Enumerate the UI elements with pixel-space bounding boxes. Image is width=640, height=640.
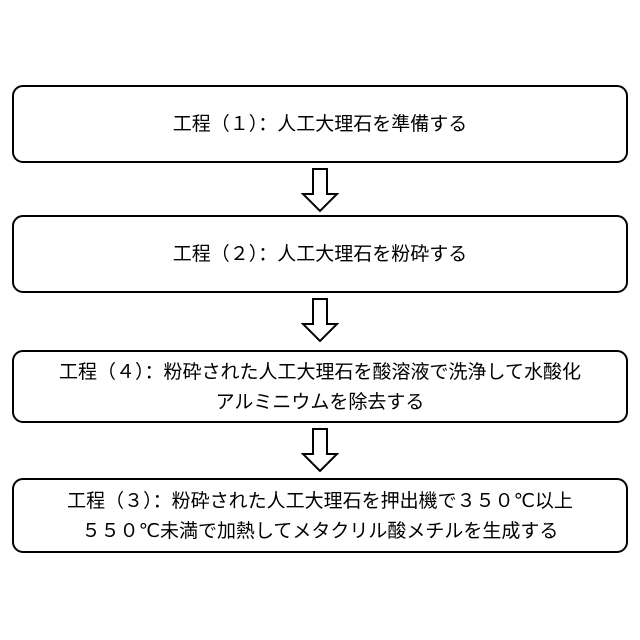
- arrow-down-icon: [301, 428, 339, 473]
- flowchart-step-3-label: 工程（３）：粉砕された人工大理石を押出機で３５０℃以上 ５５０℃未満で加熱してメ…: [67, 489, 573, 542]
- flowchart-step-2-label: 工程（２）：人工大理石を粉砕する: [172, 243, 468, 265]
- flowchart-step-4-label: 工程（４）：粉砕された人工大理石を酸溶液で洗浄して水酸化 アルミニウムを除去する: [59, 360, 581, 413]
- arrow-down-icon: [301, 168, 339, 213]
- arrow-down-icon: [301, 298, 339, 343]
- flowchart-step-3: 工程（３）：粉砕された人工大理石を押出機で３５０℃以上 ５５０℃未満で加熱してメ…: [12, 478, 628, 553]
- flowchart-step-1-label: 工程（１）：人工大理石を準備する: [172, 113, 468, 135]
- flowchart-step-2: 工程（２）：人工大理石を粉砕する: [12, 215, 628, 293]
- flowchart-step-4: 工程（４）：粉砕された人工大理石を酸溶液で洗浄して水酸化 アルミニウムを除去する: [12, 350, 628, 423]
- flow-connector-1: [301, 168, 339, 213]
- flow-connector-3: [301, 428, 339, 473]
- flow-connector-2: [301, 298, 339, 343]
- flowchart-step-1: 工程（１）：人工大理石を準備する: [12, 85, 628, 163]
